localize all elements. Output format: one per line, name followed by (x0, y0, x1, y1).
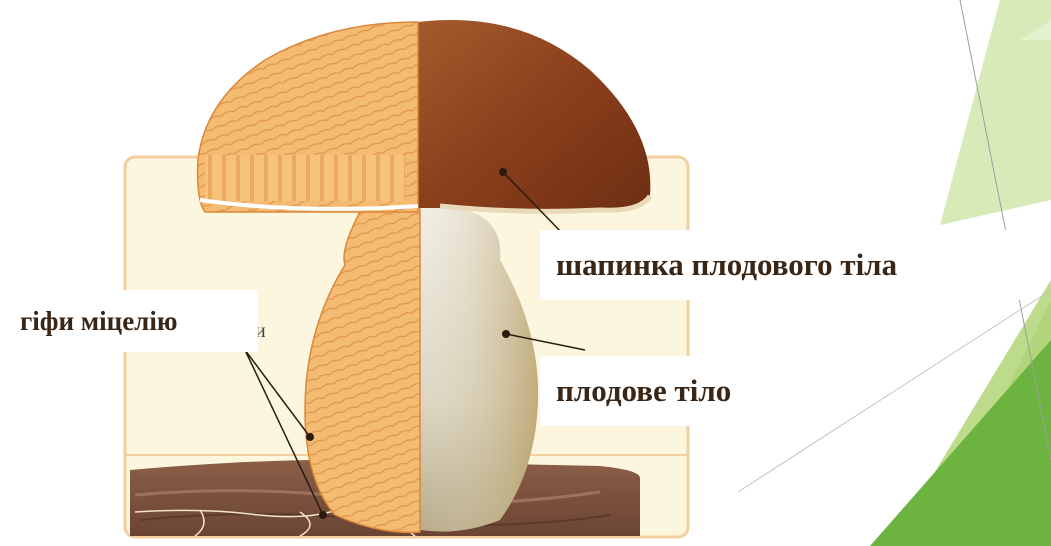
label-fruiting-body: плодове тіло (540, 356, 830, 426)
label-hyphae: гіфи міцелію (12, 290, 258, 352)
tubes-layer (205, 155, 405, 201)
label-cap: шапинка плодового тіла (540, 230, 1034, 300)
cap-whole (418, 20, 650, 212)
